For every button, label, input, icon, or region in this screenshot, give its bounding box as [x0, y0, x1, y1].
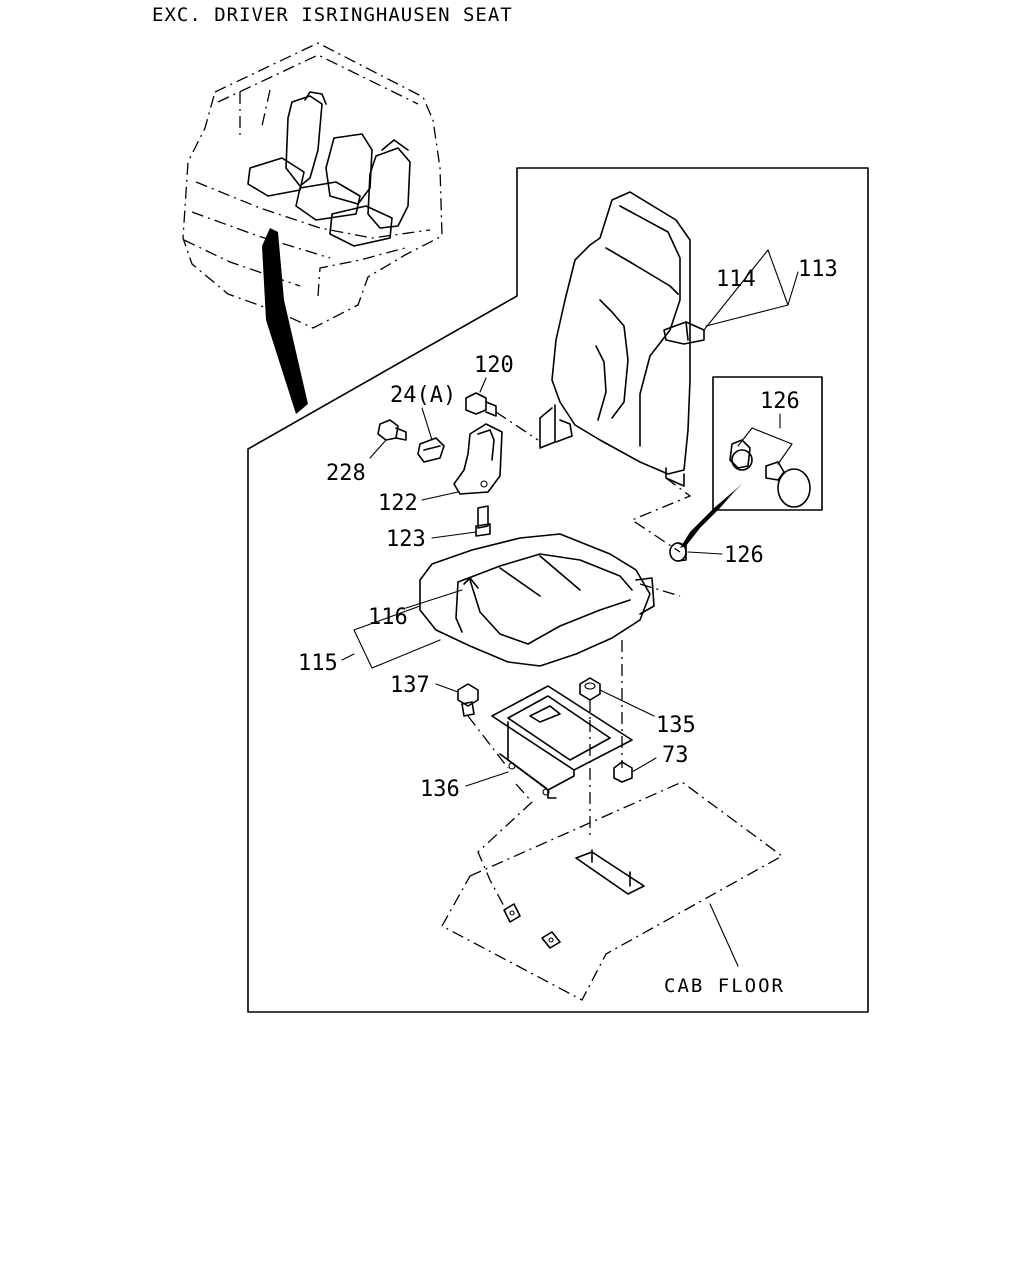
seat-cushion: [419, 533, 681, 667]
bolt-228: [377, 419, 407, 441]
callout-115: 115: [298, 651, 338, 676]
callout-123: 123: [386, 527, 426, 552]
clip-24a: [417, 437, 445, 463]
nut-135: [579, 677, 601, 720]
callout-228: 228: [326, 461, 366, 486]
inset-126: [712, 376, 823, 511]
cap-126: [669, 542, 687, 562]
bolt-123: [475, 505, 491, 537]
callout-126: 126: [724, 543, 764, 568]
callout-24a: 24(A): [390, 383, 456, 408]
callout-73: 73: [662, 743, 689, 768]
cab-overview-illustration: [182, 42, 443, 414]
floor-label: CAB FLOOR: [664, 975, 785, 997]
callout-114: 114: [716, 267, 756, 292]
callout-122: 122: [378, 491, 418, 516]
base-plate: [491, 685, 633, 840]
bracket-122: [453, 423, 503, 495]
cab-floor: [441, 781, 784, 1001]
diagram-title: EXC. DRIVER ISRINGHAUSEN SEAT: [152, 4, 513, 26]
bolt-120: [465, 392, 539, 441]
detail-frame: [247, 167, 869, 1013]
callout-137: 137: [390, 673, 430, 698]
bolt-137: [457, 683, 509, 769]
callout-135: 135: [656, 713, 696, 738]
callout-126-inset: 126: [760, 389, 800, 414]
callout-136: 136: [420, 777, 460, 802]
seat-back: [539, 191, 705, 487]
callout-113: 113: [798, 257, 838, 282]
nut-73: [613, 761, 633, 783]
callout-120: 120: [474, 353, 514, 378]
